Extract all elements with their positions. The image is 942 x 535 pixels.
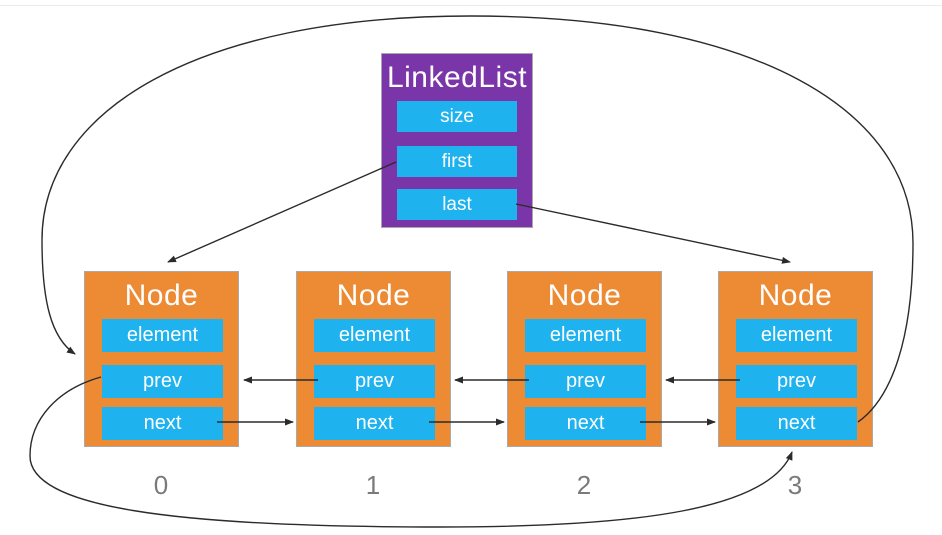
node-box-2: Node element prev next bbox=[507, 271, 662, 447]
node-0-field-prev: prev bbox=[102, 365, 223, 398]
node-box-3: Node element prev next bbox=[718, 271, 873, 447]
node-3-title: Node bbox=[758, 279, 833, 312]
node-index-1: 1 bbox=[365, 470, 381, 500]
node-0-field-next: next bbox=[102, 407, 223, 440]
node-box-1: Node element prev next bbox=[296, 271, 451, 447]
node-1-field-next: next bbox=[314, 407, 435, 440]
linkedlist-title: LinkedList bbox=[386, 61, 528, 94]
node-1-title: Node bbox=[336, 279, 411, 312]
arrow-first-to-node0 bbox=[167, 161, 397, 263]
node-index-0: 0 bbox=[153, 470, 169, 500]
linkedlist-box: LinkedList size first last bbox=[381, 53, 533, 228]
node-index-2: 2 bbox=[576, 470, 592, 500]
node-2-field-next: next bbox=[525, 407, 646, 440]
node-2-field-element: element bbox=[525, 319, 646, 352]
linkedlist-field-size: size bbox=[397, 101, 517, 132]
node-3-field-element: element bbox=[736, 319, 857, 352]
node-2-field-prev: prev bbox=[525, 365, 646, 398]
node-box-0: Node element prev next bbox=[84, 271, 239, 447]
linkedlist-field-first: first bbox=[397, 146, 517, 177]
linkedlist-field-last: last bbox=[397, 189, 517, 220]
node-3-field-prev: prev bbox=[736, 365, 857, 398]
arrow-last-to-node3 bbox=[515, 203, 791, 264]
top-divider bbox=[0, 5, 942, 6]
node-index-3: 3 bbox=[787, 470, 803, 500]
node-2-title: Node bbox=[547, 279, 622, 312]
node-3-field-next: next bbox=[736, 407, 857, 440]
node-0-field-element: element bbox=[102, 319, 223, 352]
node-1-field-element: element bbox=[314, 319, 435, 352]
node-1-field-prev: prev bbox=[314, 365, 435, 398]
node-0-title: Node bbox=[124, 279, 199, 312]
